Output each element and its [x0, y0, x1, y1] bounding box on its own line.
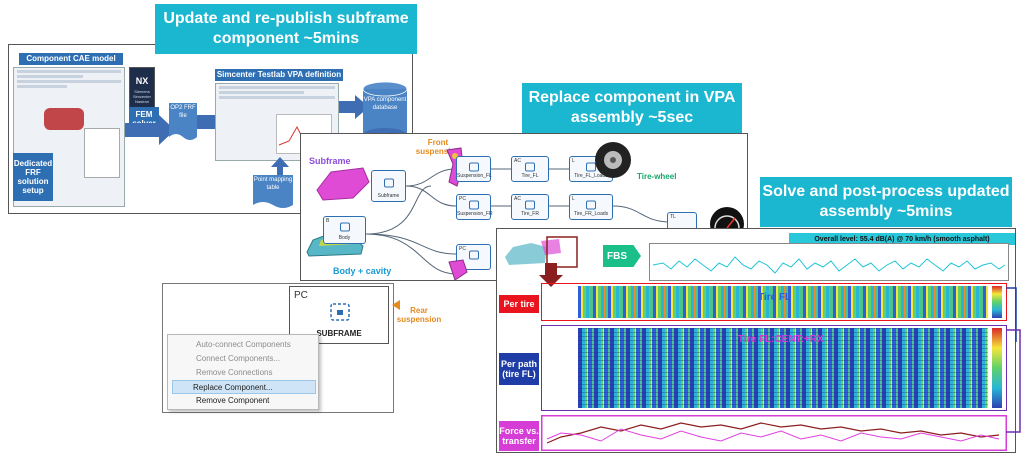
assembly-thumbnail	[505, 236, 578, 268]
arrow-down-icon	[539, 263, 563, 287]
node-subframe[interactable]: Subframe	[371, 170, 406, 202]
rear-suspension-label: Rear suspension	[396, 306, 442, 324]
op2-file-icon	[169, 103, 197, 140]
node-suspension-fr-icon	[468, 200, 479, 210]
point-table-label: Point mapping table	[253, 177, 293, 191]
node-tire-fl-tag: AC	[514, 158, 521, 164]
step1-title: Update and re-publish subframe component…	[163, 10, 409, 47]
connection-lines	[365, 168, 672, 275]
node-tire-fl-loads-name: Tire_FL_Loads	[574, 173, 608, 179]
arrow-to-database-icon	[339, 95, 369, 119]
node-body[interactable]: B Body	[323, 216, 366, 244]
node-tire-fr-loads[interactable]: L Tire_FR_Loads	[569, 194, 613, 220]
node-body-name: Body	[338, 235, 351, 241]
per-tire-heatmap-frame: Tire FL	[541, 283, 1007, 321]
per-path-heatmap-title: Tire FL:CENT:+RX	[738, 334, 824, 345]
point-table-file-icon	[253, 175, 293, 208]
node-tl-tag: TL	[670, 214, 676, 220]
per-path-label: Per path (tire FL)	[499, 353, 539, 385]
step2-banner: Replace component in VPA assembly ~5sec	[522, 83, 742, 133]
results-panel: Overall level: 55.4 dB(A) @ 70 km/h (smo…	[496, 228, 1016, 453]
arrow-left-icon	[392, 300, 400, 310]
tire-icon	[595, 142, 631, 178]
component-tag: PC	[294, 290, 308, 301]
tire-wheel-label: Tire-wheel	[637, 172, 677, 181]
node-tire-fr-name: Tire_FR	[521, 211, 539, 217]
node-body-tag: B	[326, 218, 330, 224]
node-rear-1-icon	[468, 250, 479, 260]
component-name: SUBFRAME	[316, 329, 362, 338]
per-tire-heatmap	[578, 286, 988, 318]
node-suspension-fr[interactable]: PC Suspension_FR	[456, 194, 493, 220]
node-tire-fl-icon	[525, 162, 535, 172]
body-cavity-label: Body + cavity	[333, 266, 392, 276]
cae-model-screenshot	[13, 67, 125, 207]
per-path-colorbar	[992, 328, 1002, 408]
menu-replace-component[interactable]: Replace Component...	[172, 380, 316, 394]
subframe-part-icon	[316, 167, 370, 201]
node-tire-fr-tag: AC	[514, 196, 521, 202]
bracket-connectors	[1006, 287, 1021, 433]
node-tire-fr-loads-tag: L	[572, 196, 575, 202]
force-transfer-label: Force vs. transfer	[499, 421, 539, 451]
step3-title: Solve and post-process updated assembly …	[762, 183, 1010, 220]
menu-remove-connections[interactable]: Remove Connections	[196, 368, 273, 377]
menu-auto-connect[interactable]: Auto-connect Components	[196, 340, 291, 349]
fbs-tag: FBS	[603, 245, 641, 267]
replace-component-panel: PC SUBFRAME Auto-connect Components Conn…	[162, 283, 394, 413]
step2-title: Replace component in VPA assembly ~5sec	[528, 89, 736, 126]
node-tire-fr[interactable]: AC Tire_FR	[511, 194, 549, 220]
arrow-to-op2-icon	[125, 115, 175, 145]
node-tire-fl-loads-tag: L	[572, 158, 575, 164]
dialog-thumbnail	[84, 128, 120, 178]
node-tire-fl-loads-icon	[586, 162, 596, 172]
node-tire-fr-icon	[525, 200, 535, 210]
rear-suspension-part-icon	[448, 259, 468, 281]
node-suspension-fr-tag: PC	[459, 196, 466, 202]
context-menu: Auto-connect Components Connect Componen…	[167, 334, 319, 410]
per-path-heatmap	[578, 328, 988, 408]
menu-remove-component[interactable]: Remove Component	[196, 396, 270, 405]
node-rear-1-tag: PC	[459, 246, 466, 252]
per-tire-label: Per tire	[499, 295, 539, 313]
overall-level-banner: Overall level: 55.4 dB(A) @ 70 km/h (smo…	[789, 233, 1015, 245]
component-icon	[330, 303, 350, 321]
node-subframe-icon	[383, 178, 394, 188]
step3-banner: Solve and post-process updated assembly …	[760, 177, 1012, 227]
force-transfer-chart	[541, 415, 1007, 451]
node-tire-fr-loads-name: Tire_FR_Loads	[573, 211, 609, 217]
per-tire-colorbar	[992, 286, 1002, 318]
node-suspension-fl[interactable]: Suspension_FL	[456, 156, 492, 182]
step1-banner: Update and re-publish subframe component…	[155, 4, 417, 54]
overall-level-chart	[649, 243, 1009, 281]
node-subframe-name: Subframe	[377, 193, 400, 199]
node-body-icon	[339, 222, 350, 232]
subframe-label: Subframe	[309, 156, 351, 166]
vpa-definition-label: Simcenter Testlab VPA definition	[215, 69, 343, 81]
node-suspension-fl-icon	[468, 162, 479, 172]
node-tire-fl-name: Tire_FL	[521, 173, 539, 179]
front-suspension-label: Front suspension	[415, 138, 461, 156]
node-tire-fl[interactable]: AC Tire_FL	[511, 156, 549, 182]
node-tire-fr-loads-icon	[586, 200, 596, 210]
menu-connect-components[interactable]: Connect Components...	[196, 354, 281, 363]
op2-file-label: OP2 FRF file	[170, 105, 196, 119]
cae-model-label: Component CAE model	[19, 53, 123, 65]
per-path-heatmap-frame: Tire FL:CENT:+RX	[541, 325, 1007, 411]
per-tire-heatmap-title: Tire FL	[758, 292, 792, 303]
database-label: VPA component database	[363, 97, 407, 111]
frf-setup-label: Dedicated FRF solution setup	[13, 153, 53, 201]
subframe-part-thumbnail	[44, 108, 84, 130]
node-suspension-fr-name: Suspension_FR	[457, 211, 493, 217]
nx-logo-text: NX	[135, 76, 149, 86]
nx-logo-subtitle: Siemens Simcenter Nastran	[132, 89, 151, 104]
node-suspension-fl-name: Suspension_FL	[457, 173, 492, 179]
arrow-up-icon	[271, 157, 289, 177]
